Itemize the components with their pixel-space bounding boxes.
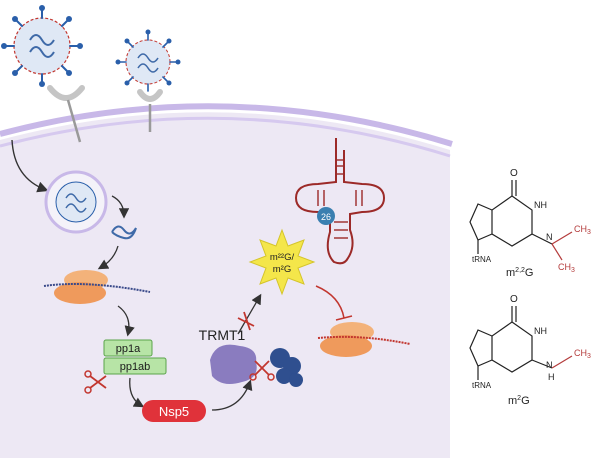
m22g-name: m2,2G [506, 267, 533, 279]
m2g-nh-label: NH [534, 326, 547, 336]
uncoating-arrow [111, 195, 130, 219]
m2g-oxygen-label: O [510, 294, 518, 305]
entry-arrow [11, 139, 49, 193]
m22g-structure: O NH N CH3 CH3 tRNA m2,2G [469, 168, 591, 279]
m22g-methyl-b-sub: 3 [571, 267, 575, 274]
m22g-name-end: G [525, 267, 534, 279]
cell-membrane-outer [0, 103, 453, 147]
m2g-structure: O NH N H CH3 tRNA m2G [469, 294, 591, 407]
m2g-trna-label: tRNA [472, 381, 492, 390]
m2g-name-base: m [508, 395, 517, 407]
m2g-methyl-text: CH [574, 348, 587, 358]
scissors-icon [84, 370, 107, 394]
m2g-methyl-sub: 3 [587, 353, 591, 360]
inhibition-line [315, 285, 353, 321]
mod-label-line2: m²G [273, 264, 291, 275]
m2g-name: m2G [508, 395, 530, 407]
ace2-receptor-1 [47, 85, 85, 143]
trmt1-enzyme [210, 344, 257, 384]
m22g-methyl-a-text: CH [574, 224, 587, 234]
m22g-n-label: N [546, 232, 553, 242]
m22g-methyl-a: CH3 [574, 224, 591, 236]
rna-to-ribosome-arrow [97, 245, 119, 270]
trna-structure [294, 138, 386, 265]
m2g-name-end: G [521, 395, 530, 407]
m22g-name-sup: 2,2 [515, 267, 525, 274]
m22g-nh-label: NH [534, 200, 547, 210]
cell-membrane-inner [0, 116, 451, 158]
m22g-trna-label: tRNA [472, 255, 492, 264]
m22g-methyl-a-sub: 3 [587, 229, 591, 236]
trmt1-cleaved-fragment [270, 348, 303, 387]
m22g-name-base: m [506, 267, 515, 279]
nsp5-protease: Nsp5 [142, 400, 206, 422]
mod-label-line1: m²²G/ [270, 252, 295, 263]
inhibited-methylation-arrow [237, 293, 262, 335]
m22g-methyl-b: CH3 [558, 262, 575, 274]
polyprotein-pp1a: pp1a [103, 339, 153, 357]
pp1a-label: pp1a [116, 343, 141, 355]
nsp5-to-trmt1-arrow [211, 379, 253, 411]
polyprotein-to-nsp5-arrow [129, 377, 145, 408]
virus-particle-small [115, 29, 181, 92]
endosome [44, 170, 108, 234]
m2g-h-label: H [548, 372, 555, 382]
trmt1-label: TRMT1 [199, 327, 246, 343]
ace2-receptor-2 [137, 89, 163, 132]
ribosome-host-translation [317, 322, 411, 357]
m22g-oxygen-label: O [510, 168, 518, 179]
m22g-methyl-b-text: CH [558, 262, 571, 272]
viral-genome-rna [111, 225, 137, 240]
polyprotein-pp1ab: pp1ab [103, 357, 167, 375]
pp1ab-label: pp1ab [120, 361, 151, 373]
translation-arrow [117, 305, 135, 337]
m2g-methyl: CH3 [574, 348, 591, 360]
nsp5-label: Nsp5 [159, 404, 189, 419]
trna-position-26-marker [317, 207, 335, 225]
cleavage-scissors-icon [249, 360, 275, 381]
ribosome-translation [43, 270, 151, 304]
modification-starburst: m²²G/ m²G [248, 228, 316, 296]
virus-particle-large [1, 5, 83, 87]
m2g-name-sup: 2 [517, 395, 521, 402]
trna-position-26-label: 26 [321, 212, 331, 222]
m2g-n-label: N [546, 360, 553, 370]
